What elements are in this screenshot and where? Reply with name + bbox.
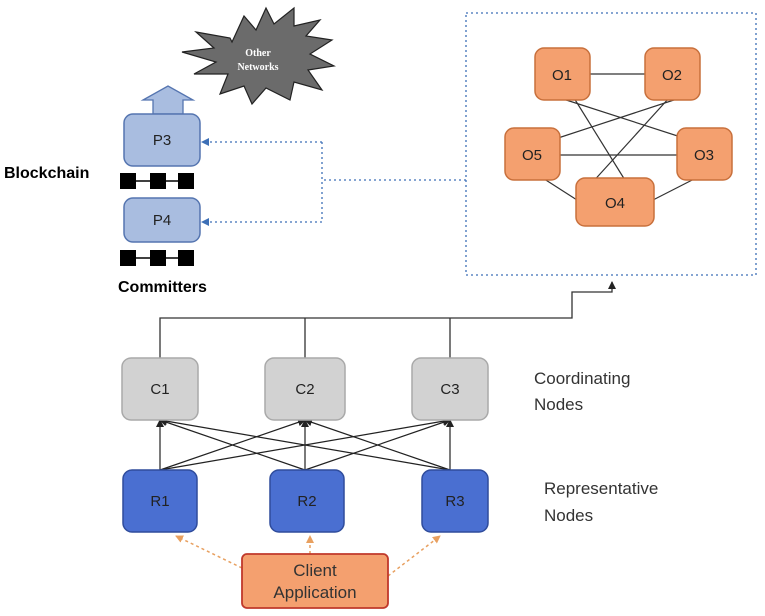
- coordinating-c1-label: C1: [150, 381, 169, 398]
- orderer-o1: O1: [534, 47, 591, 101]
- peer-p4-label: P4: [153, 212, 171, 229]
- representative-r2-label: R2: [297, 493, 316, 510]
- orderer-o4-label: O4: [605, 195, 625, 212]
- ledger-chain-p3: [120, 173, 194, 189]
- representative-r1: R1: [122, 469, 198, 533]
- peer-p4: P4: [123, 197, 201, 243]
- peer-p3: P3: [123, 113, 201, 167]
- peer-ordering-connector: [201, 138, 466, 226]
- orderer-o5: O5: [504, 127, 561, 181]
- coordinating-c3-label: C3: [440, 381, 459, 398]
- other-networks-line1: Other: [245, 48, 271, 59]
- orderer-o5-label: O5: [522, 147, 542, 164]
- upward-block-arrow: [140, 85, 196, 115]
- orderer-o3-label: O3: [694, 147, 714, 164]
- orderer-o4: O4: [575, 177, 655, 227]
- representative-label-line1: Representative: [544, 479, 658, 498]
- other-networks-starburst: Other Networks: [181, 6, 336, 106]
- blockchain-label: Blockchain: [4, 165, 89, 182]
- orderer-o1-label: O1: [552, 67, 572, 84]
- other-networks-line2: Networks: [237, 62, 278, 73]
- coordinating-label-line1: Coordinating: [534, 369, 630, 388]
- client-representative-arrows: [175, 535, 441, 577]
- committers-label: Committers: [118, 279, 207, 296]
- client-line1: Client: [293, 561, 337, 580]
- coordinating-c2: C2: [264, 357, 346, 421]
- orderer-o2: O2: [644, 47, 701, 101]
- orderer-o3: O3: [676, 127, 733, 181]
- coordinating-ordering-connector: [159, 281, 616, 358]
- ledger-chain-p4: [120, 250, 194, 266]
- coordinating-label-line2: Nodes: [534, 395, 583, 414]
- ordering-service-box: [465, 12, 757, 276]
- representative-coordinating-edges: [156, 417, 454, 471]
- coordinating-c1: C1: [121, 357, 199, 421]
- representative-r2: R2: [269, 469, 345, 533]
- representative-r3: R3: [421, 469, 489, 533]
- representative-label-line2: Nodes: [544, 506, 593, 525]
- client-application: Client Application: [241, 553, 389, 609]
- coordinating-c3: C3: [411, 357, 489, 421]
- client-line2: Application: [273, 583, 356, 602]
- representative-r3-label: R3: [445, 493, 464, 510]
- peer-p3-label: P3: [153, 132, 171, 149]
- coordinating-c2-label: C2: [295, 381, 314, 398]
- representative-r1-label: R1: [150, 493, 169, 510]
- orderer-o2-label: O2: [662, 67, 682, 84]
